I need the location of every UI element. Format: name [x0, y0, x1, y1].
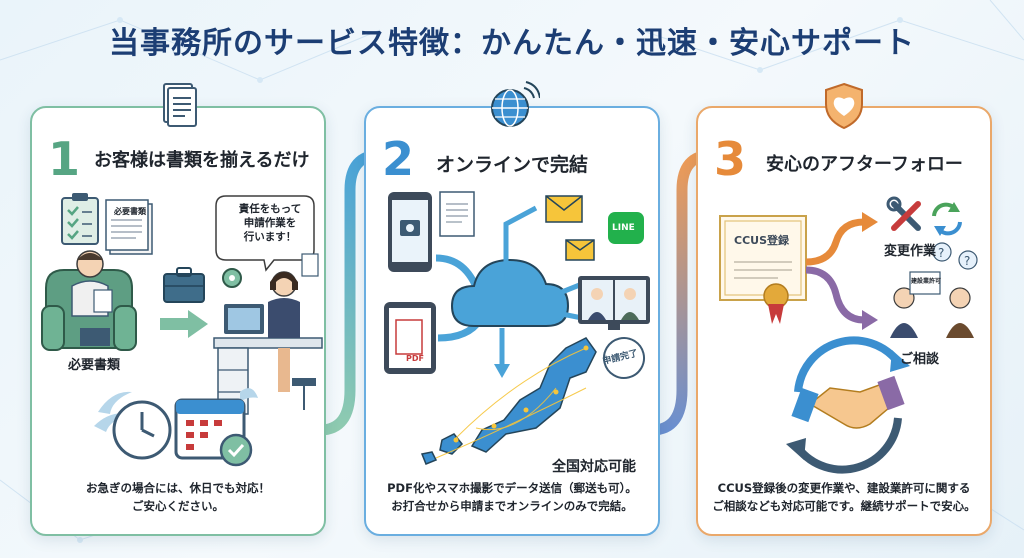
- step-number: 3: [714, 132, 747, 186]
- step-title: お客様は書類を揃えるだけ: [94, 150, 310, 171]
- mail-icon-small: [565, 239, 595, 261]
- gear-icon: [222, 268, 242, 288]
- svg-text:?: ?: [964, 254, 970, 268]
- illustration-after-follow: ? ?: [719, 196, 978, 474]
- clipboard-icon: [61, 193, 99, 245]
- doc-tag-label: 必要書類: [114, 207, 146, 216]
- footer-line: CCUS登録後の変更作業や、建設業許可に関する: [717, 481, 971, 496]
- footer-line: ご相談なども対応可能です。継続サポートで安心。: [712, 499, 976, 514]
- arrow-right-icon: [160, 310, 208, 338]
- step-title: 安心のアフターフォロー: [766, 154, 963, 175]
- consultation-icon: ? ?: [890, 242, 978, 338]
- illustration-customer-to-office: [41, 193, 323, 415]
- customer-in-armchair: [41, 250, 137, 351]
- step-footer: CCUS登録後の変更作業や、建設業許可に関する ご相談なども対応可能です。継続サ…: [704, 480, 984, 516]
- globe-wifi-icon: [491, 81, 540, 127]
- bubble-line: 行います！: [243, 231, 297, 244]
- handshake-cycle-icon: [786, 336, 910, 474]
- video-call-monitor-icon: [578, 276, 650, 330]
- footer-line: ご安心ください。: [132, 499, 224, 514]
- change-work-label: 変更作業: [884, 244, 937, 259]
- pdf-tag: PDF: [406, 354, 424, 363]
- step-number: 1: [48, 132, 81, 186]
- completed-stamp: [603, 337, 645, 379]
- fast-calendar-clock-icon: [94, 388, 258, 467]
- step-title: オンラインで完結: [436, 154, 589, 176]
- briefcase-icon: [163, 267, 205, 303]
- line-app-icon: [608, 212, 644, 244]
- illustration-online-flow: [384, 191, 650, 465]
- certificate-label: CCUS登録: [734, 234, 789, 247]
- mail-icon: [545, 195, 583, 223]
- smartphone-camera-icon: [388, 192, 432, 272]
- bubble-line: 責任をもって: [238, 203, 302, 215]
- person-label: 必要書類: [68, 358, 121, 373]
- svg-text:?: ?: [938, 246, 944, 260]
- refresh-icon: [932, 202, 962, 236]
- line-app-label: LINE: [612, 223, 635, 233]
- nationwide-label: 全国対応可能: [552, 459, 636, 475]
- japan-map-icon: [420, 337, 597, 465]
- shield-heart-icon: [825, 82, 863, 130]
- document-icon: [163, 83, 197, 127]
- speech-bubble: 責任をもって 申請作業を 行います！: [228, 202, 312, 245]
- step-number: 2: [382, 132, 415, 186]
- step-footer: お急ぎの場合には、休日でも対応！ ご安心ください。: [38, 480, 318, 516]
- documents-stack-icon: [105, 199, 153, 255]
- step-card-3: 3 安心のアフターフォロー: [696, 82, 992, 536]
- footer-line: お打合せから申請までオンラインのみで完結。: [391, 499, 633, 514]
- tools-icon: [886, 196, 921, 231]
- step-card-2: 2 オンラインで完結: [364, 81, 660, 536]
- step-footer: PDF化やスマホ撮影でデータ送信（郵送も可）。 お打合せから申請までオンラインの…: [372, 480, 652, 516]
- step-card-1: 1 お客様は書類を揃えるだけ: [30, 83, 326, 536]
- tablet-pdf-icon: [384, 302, 436, 374]
- certificate-icon: [719, 215, 807, 324]
- bubble-line: 申請作業を: [243, 217, 297, 230]
- consult-label: ご相談: [900, 352, 940, 367]
- cloud-icon: [450, 258, 570, 327]
- page-title: 当事務所のサービス特徴：かんたん・迅速・安心サポート: [109, 26, 915, 61]
- footer-line: お急ぎの場合には、休日でも対応！: [86, 481, 270, 496]
- footer-line: PDF化やスマホ撮影でデータ送信（郵送も可）。: [387, 481, 637, 496]
- consult-doc-label: 建設業許可: [911, 278, 942, 285]
